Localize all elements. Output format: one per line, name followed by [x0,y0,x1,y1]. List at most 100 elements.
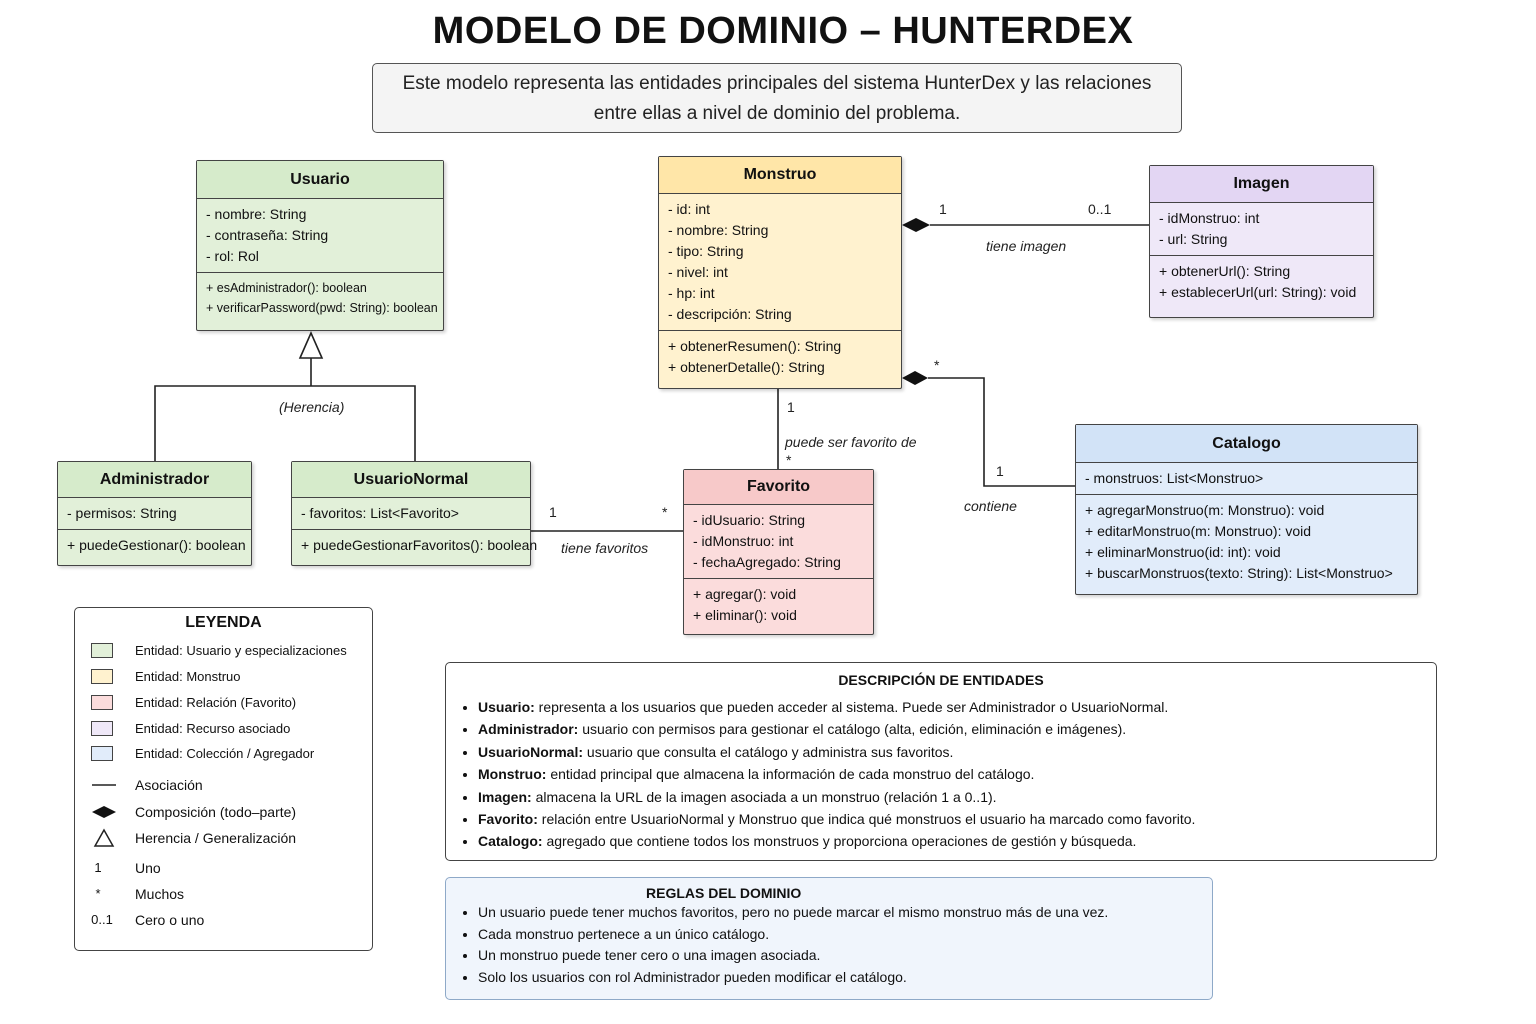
term: Administrador: [478,721,579,738]
method: + obtenerResumen(): String [668,338,842,354]
mult-favorito-source: 1 [787,399,795,415]
class-monstruo-attributes: - id: int - nombre: String - tipo: Strin… [659,194,901,330]
legend-item: Entidad: Usuario y especializaciones [75,640,372,662]
multiplicity-symbol: 0..1 [91,912,113,927]
legend-swatch-yellow [91,669,113,684]
legend-item: Entidad: Colección / Agregador [75,743,372,765]
attribute: - idMonstruo: int [693,533,794,549]
legend-item: * Muchos [75,883,372,905]
attribute: - contraseña: String [206,227,329,243]
attribute: - url: String [1159,231,1228,247]
association-line-icon [92,784,116,786]
list-item: Un monstruo puede tener cero o una image… [478,945,1212,967]
method: + eliminar(): void [693,607,797,623]
method: + editarMonstruo(m: Monstruo): void [1085,523,1312,539]
attribute: - permisos: String [67,505,177,521]
label-contiene: contiene [964,498,1017,514]
method: + puedeGestionar(): boolean [67,537,246,553]
term: UsuarioNormal: [478,743,584,760]
class-imagen-methods: + obtenerUrl(): String + establecerUrl(u… [1150,255,1373,308]
label-tiene-favoritos: tiene favoritos [561,540,649,556]
definition: almacena la URL de la imagen asociada a … [531,788,997,805]
diagram-subtitle: Este modelo representa las entidades pri… [372,63,1182,133]
class-favorito-attributes: - idUsuario: String - idMonstruo: int - … [684,505,873,578]
class-catalogo-name: Catalogo [1076,425,1417,463]
method: + obtenerDetalle(): String [668,359,825,375]
class-imagen-attributes: - idMonstruo: int - url: String [1150,203,1373,255]
class-usuario-normal: UsuarioNormal - favoritos: List<Favorito… [291,461,537,566]
entity-description-list: Usuario: representa a los usuarios que p… [446,696,1436,853]
definition: agregado que contiene todos los monstruo… [542,833,1137,850]
class-monstruo-methods: + obtenerResumen(): String + obtenerDeta… [659,330,901,383]
definition: representa a los usuarios que pueden acc… [534,699,1169,715]
subtitle-line-2: entre ellas a nivel de dominio del probl… [593,103,961,124]
multiplicity-symbol: 1 [94,860,102,875]
class-usuario-name: Usuario [197,161,443,199]
subtitle-line-1: Este modelo representa las entidades pri… [402,73,1152,94]
mult-imagen-target: 0..1 [1088,201,1112,217]
legend-item: Entidad: Monstruo [75,666,372,688]
composition-diamond-catalogo [902,371,928,385]
list-item: Favorito: relación entre UsuarioNormal y… [478,808,1436,830]
legend-swatch-green [91,643,113,658]
class-favorito: Favorito - idUsuario: String - idMonstru… [683,469,874,635]
line-contiene [928,377,1076,487]
list-item: Usuario: representa a los usuarios que p… [478,696,1436,718]
entity-description-panel: DESCRIPCIÓN DE ENTIDADES Usuario: repres… [445,662,1437,861]
method: + esAdministrador(): boolean [206,281,367,295]
legend-item: Composición (todo–parte) [75,801,372,823]
class-usuario-normal-name: UsuarioNormal [292,462,530,498]
class-administrador-name: Administrador [58,462,251,498]
legend-swatch-purple [91,721,113,736]
legend-swatch-red [91,695,113,710]
list-item: Catalogo: agregado que contiene todos lo… [478,830,1436,852]
attribute: - monstruos: List<Monstruo> [1085,470,1264,486]
class-monstruo-name: Monstruo [659,157,901,194]
attribute: - idMonstruo: int [1159,210,1260,226]
list-item: Monstruo: entidad principal que almacena… [478,763,1436,785]
domain-rules-title: REGLAS DEL DOMINIO [646,885,802,901]
composition-diamond-imagen [902,218,930,232]
definition: usuario que consulta el catálogo y admin… [583,743,954,760]
term: Monstruo: [478,766,547,783]
inheritance-triangle-icon [93,828,115,847]
legend-item-label: Entidad: Usuario y especializaciones [135,643,347,658]
class-catalogo-attributes: - monstruos: List<Monstruo> [1076,463,1417,494]
definition: entidad principal que almacena la inform… [546,766,1035,783]
list-item: Administrador: usuario con permisos para… [478,718,1436,740]
multiplicity-symbol: * [95,886,101,901]
list-item: Solo los usuarios con rol Administrador … [478,967,1212,989]
legend-item-label: Uno [135,860,161,876]
class-usuario-methods: + esAdministrador(): boolean + verificar… [197,272,443,323]
mult-tiene-favoritos-source: 1 [549,504,557,520]
legend-item: 0..1 Cero o uno [75,909,372,931]
attribute: - tipo: String [668,243,744,259]
class-administrador: Administrador - permisos: String + puede… [57,461,252,566]
term: Imagen: [478,788,532,805]
attribute: - nombre: String [668,222,769,238]
method: + establecerUrl(url: String): void [1159,284,1357,300]
term: Favorito: [478,811,538,828]
entity-description-title: DESCRIPCIÓN DE ENTIDADES [838,672,1044,688]
attribute: - nivel: int [668,264,728,280]
mult-tiene-favoritos-target: * [662,504,668,520]
class-usuario: Usuario - nombre: String - contraseña: S… [196,160,444,331]
legend-item-label: Entidad: Relación (Favorito) [135,695,297,710]
legend-item: Asociación [75,774,372,796]
attribute: - favoritos: List<Favorito> [301,505,459,521]
method: + verificarPassword(pwd: String): boolea… [206,301,438,315]
class-monstruo: Monstruo - id: int - nombre: String - ti… [658,156,902,389]
attribute: - idUsuario: String [693,512,806,528]
diagram-title: MODELO DE DOMINIO – HUNTERDEX [432,10,1134,52]
mult-favorito-target: * [786,452,792,468]
class-favorito-methods: + agregar(): void + eliminar(): void [684,578,873,631]
mult-contiene-target: 1 [996,463,1004,479]
domain-rules-panel: REGLAS DEL DOMINIO Un usuario puede tene… [445,877,1213,1000]
class-catalogo: Catalogo - monstruos: List<Monstruo> + a… [1075,424,1418,595]
class-favorito-name: Favorito [684,470,873,505]
list-item: Imagen: almacena la URL de la imagen aso… [478,786,1436,808]
label-favorito-de: puede ser favorito de [785,434,917,450]
attribute: - id: int [668,201,711,217]
method: + agregar(): void [693,586,797,602]
